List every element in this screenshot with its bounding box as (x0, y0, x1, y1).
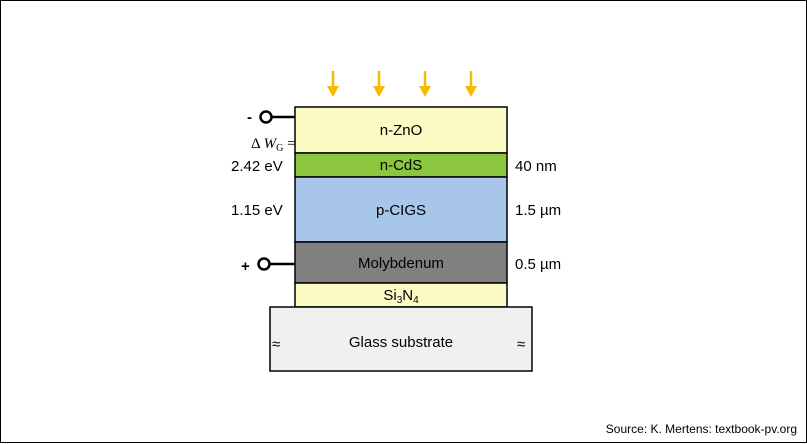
negative-contact (259, 110, 295, 124)
glass-substrate-label: Glass substrate (349, 334, 453, 351)
layer-cigs (294, 176, 508, 243)
layer-molybdenum-label: Molybdenum (358, 255, 444, 272)
light-arrow (419, 71, 431, 97)
layer-si3n4 (294, 282, 508, 308)
molybdenum-thickness: 0.5 µm (515, 256, 561, 273)
glass-substrate (269, 306, 533, 372)
cigs-bandgap: 1.15 eV (231, 202, 283, 219)
negative-sign: - (247, 109, 252, 126)
layer-cigs-label: p-CIGS (376, 202, 426, 219)
light-arrows (327, 71, 477, 97)
layer-zno (294, 106, 508, 154)
light-arrow (327, 71, 339, 97)
light-arrow (465, 71, 477, 97)
cds-bandgap: 2.42 eV (231, 158, 283, 175)
positive-contact (257, 257, 295, 271)
source-credit: Source: K. Mertens: textbook-pv.org (606, 422, 797, 436)
break-symbol-right: ≈ (517, 336, 525, 353)
cds-thickness: 40 nm (515, 158, 557, 175)
layer-cds-label: n-CdS (380, 157, 423, 174)
light-arrow (373, 71, 385, 97)
break-symbol-left: ≈ (272, 336, 280, 353)
layer-molybdenum (294, 241, 508, 284)
layer-zno-label: n-ZnO (380, 122, 423, 139)
positive-sign: + (241, 258, 250, 275)
cigs-thickness: 1.5 µm (515, 202, 561, 219)
layer-si3n4-label: Si3N4 (383, 287, 419, 306)
